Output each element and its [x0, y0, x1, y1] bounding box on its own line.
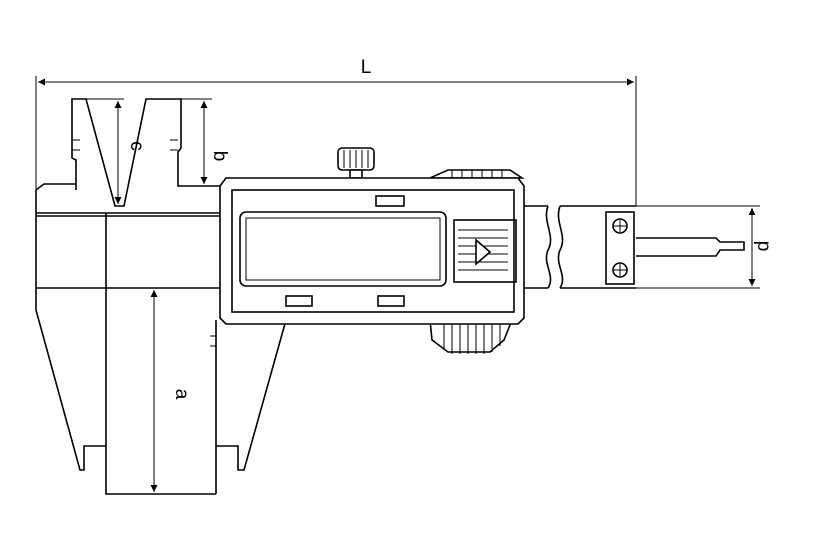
screw-top-icon	[612, 218, 628, 234]
thumb-roller	[337, 147, 375, 179]
extension-lines-p	[636, 205, 760, 289]
grip-ridges	[429, 169, 525, 179]
extension-lines-b	[146, 98, 212, 187]
extension-lines-a	[106, 287, 160, 495]
bottom-right-button[interactable]	[377, 295, 405, 307]
label-b: b	[209, 151, 230, 162]
display-housing	[219, 177, 525, 325]
screw-bottom-icon	[612, 262, 628, 278]
lcd-screen	[239, 211, 447, 287]
label-l: L	[361, 57, 372, 78]
end-cap	[605, 211, 635, 285]
sliding-jaw	[210, 319, 287, 494]
beam-right	[524, 205, 636, 289]
fixed-jaw	[35, 98, 220, 495]
main-beam	[35, 190, 220, 289]
arrow-indicator-icon	[475, 238, 492, 266]
bottom-left-button[interactable]	[285, 295, 313, 307]
extension-lines-c	[86, 98, 124, 207]
label-c: c	[126, 141, 147, 151]
top-button[interactable]	[375, 195, 405, 207]
depth-rod	[636, 237, 745, 257]
label-p: p	[753, 241, 774, 252]
adjust-wheel	[429, 319, 514, 354]
label-a: a	[171, 389, 192, 400]
scale-window	[453, 219, 517, 283]
